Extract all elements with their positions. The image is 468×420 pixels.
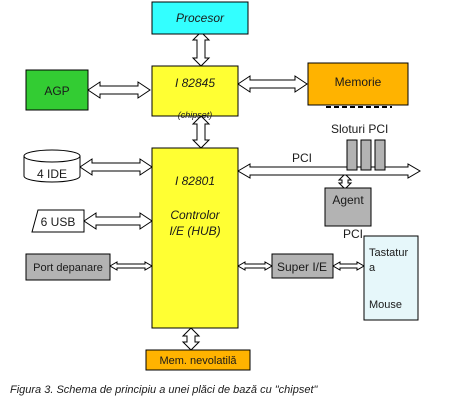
arrow-ide-hub	[79, 158, 153, 176]
tastatura-box	[363, 235, 419, 321]
pci-slot-3	[374, 139, 386, 171]
memorie-label: Memorie	[335, 75, 382, 89]
nevolatila-label: Mem. nevolatilă	[159, 355, 237, 367]
memorie-box	[307, 62, 409, 106]
north-bridge-sub-label: (chipset)	[178, 110, 213, 120]
south-bridge-line1: Controlor	[170, 208, 220, 222]
super-io-label: Super I/E	[277, 260, 327, 274]
arrow-agp-chipset	[87, 81, 151, 99]
agent-box	[324, 187, 372, 227]
north-bridge-label: I 82845	[175, 76, 215, 90]
agent-pci-label: PCI	[343, 227, 363, 241]
nevolatila-box	[145, 349, 251, 371]
pci-bus-arrow	[237, 163, 421, 179]
arrow-hub-superio	[236, 261, 274, 271]
port-depanare-label: Port depanare	[33, 262, 103, 274]
ide-label: 4 IDE	[37, 167, 67, 181]
arrow-superio-tastatura	[331, 261, 366, 271]
ide-drive	[23, 149, 81, 183]
pci-bus-label: PCI	[292, 151, 312, 165]
port-depanare-box	[25, 253, 111, 281]
arrow-chipset-memorie	[237, 75, 308, 93]
procesor-box	[151, 1, 249, 35]
agent-label: Agent	[332, 193, 364, 207]
usb-label: 6 USB	[41, 215, 76, 229]
agp-label: AGP	[44, 84, 69, 98]
pci-slot-1	[346, 139, 358, 171]
arrow-usb-hub	[83, 212, 153, 230]
agp-box	[25, 69, 89, 111]
figure-caption: Figura 3. Schema de principiu a unei plă…	[10, 384, 318, 396]
arrow-hub-nevolatila	[181, 327, 201, 351]
tastatura-label-2: a	[369, 262, 376, 274]
arrow-procesor-chipset	[191, 31, 211, 67]
mouse-label: Mouse	[369, 299, 402, 311]
procesor-label: Procesor	[176, 11, 225, 25]
usb-box	[31, 209, 85, 233]
arrow-port-hub	[108, 261, 154, 271]
ide-cylinder-body	[23, 156, 81, 183]
arrow-chipset-hub	[191, 115, 211, 149]
arrow-agent-pci	[337, 173, 353, 190]
tastatura-label-1: Tastatur	[369, 247, 408, 259]
south-bridge-title: I 82801	[175, 174, 215, 188]
super-io-box	[271, 253, 334, 279]
ide-cylinder-top	[23, 149, 81, 163]
south-bridge-box	[151, 147, 239, 329]
connector-arrows	[79, 31, 366, 351]
south-bridge-line2: I/E (HUB)	[169, 224, 220, 238]
sloturi-pci-label: Sloturi PCI	[331, 122, 388, 136]
pci-slots	[346, 139, 386, 171]
pci-slot-2	[360, 139, 372, 171]
north-bridge-box	[151, 65, 239, 117]
